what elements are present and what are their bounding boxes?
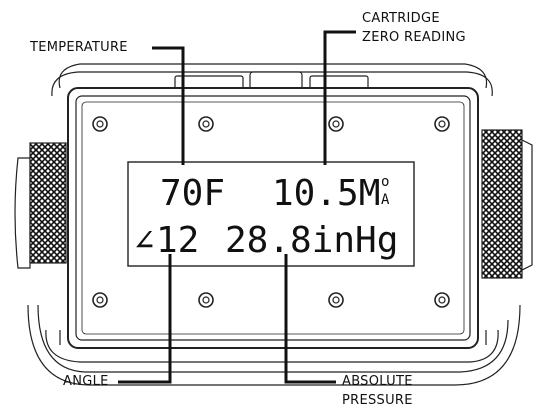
face-screws xyxy=(92,116,450,308)
screw-bottom-2 xyxy=(198,292,214,308)
callout-angle: ANGLE xyxy=(63,374,109,389)
lcd-pressure: 28.8inHg xyxy=(225,220,398,261)
left-knob xyxy=(14,142,67,269)
screw-top-2 xyxy=(198,116,214,132)
screw-bottom-3 xyxy=(328,292,344,308)
screw-bottom-4 xyxy=(434,292,450,308)
lcd-angle-value: 12 xyxy=(156,220,199,261)
leader-lines xyxy=(118,30,356,384)
lcd-screen: 70F 10.5M o A ∠ 12 28.8inHg xyxy=(127,161,415,267)
device-housing xyxy=(27,63,521,386)
right-knob xyxy=(481,129,533,279)
screw-top-1 xyxy=(92,116,108,132)
callout-pressure-line2: PRESSURE xyxy=(342,393,413,408)
callout-cartridge-line2: ZERO READING xyxy=(362,30,466,45)
lcd-temperature: 70F xyxy=(160,173,225,214)
callout-cartridge-line1: CARTRIDGE xyxy=(362,11,440,26)
leader-angle xyxy=(118,254,172,384)
leader-temperature xyxy=(152,46,185,165)
screw-bottom-1 xyxy=(92,292,108,308)
screw-top-4 xyxy=(434,116,450,132)
leader-cartridge xyxy=(323,30,356,165)
leader-pressure xyxy=(284,254,336,384)
callout-temperature: TEMPERATURE xyxy=(30,40,128,55)
lcd-zero-unit-bottom: A xyxy=(381,192,390,208)
lcd-angle-symbol: ∠ xyxy=(134,221,154,261)
lcd-zero-reading: 10.5M xyxy=(272,173,380,214)
callout-pressure-line1: ABSOLUTE xyxy=(342,374,413,389)
screw-top-3 xyxy=(328,116,344,132)
lcd-zero-unit-top: o xyxy=(381,174,389,190)
